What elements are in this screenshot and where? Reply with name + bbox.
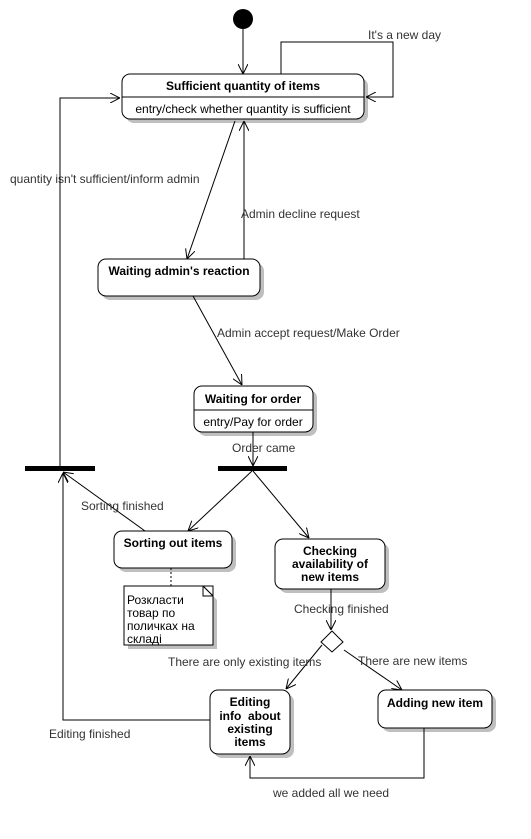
state-sufficient-quantity: Sufficient quantity of items entry/check… bbox=[121, 73, 368, 123]
state-name-line: availability of bbox=[292, 557, 369, 571]
decision-node bbox=[320, 630, 344, 653]
fork-bar bbox=[218, 466, 287, 471]
transition-editing-finished bbox=[63, 473, 210, 721]
label-new-items: There are new items bbox=[358, 654, 467, 668]
state-name-line: info about bbox=[219, 709, 280, 723]
state-name: Sorting out items bbox=[124, 536, 223, 550]
label-insufficient: quantity isn't sufficient/inform admin bbox=[10, 172, 200, 186]
state-entry-action: entry/Pay for order bbox=[203, 415, 302, 429]
transition-admin-accept bbox=[192, 295, 242, 385]
label-admin-accept: Admin accept request/Make Order bbox=[217, 326, 400, 340]
label-only-existing: There are only existing items bbox=[168, 655, 321, 669]
label-checking-finished: Checking finished bbox=[294, 602, 389, 616]
state-waiting-admin: Waiting admin's reaction bbox=[97, 258, 264, 300]
note-line: поличках на bbox=[127, 619, 195, 633]
transition-new-day bbox=[280, 41, 394, 97]
transition-insufficient bbox=[187, 120, 236, 259]
label-added-all: we added all we need bbox=[272, 786, 389, 800]
label-sorting-finished: Sorting finished bbox=[81, 499, 164, 513]
label-order-came: Order came bbox=[232, 441, 296, 455]
note-line: Розкласти bbox=[127, 593, 184, 607]
transition-sorting-finished bbox=[63, 472, 146, 532]
state-checking: Checking availability of new items bbox=[274, 538, 389, 593]
state-name-line: new items bbox=[301, 570, 359, 584]
join-bar bbox=[25, 466, 95, 471]
transition-new-items bbox=[343, 649, 402, 690]
transition-fork-checking bbox=[252, 470, 309, 538]
state-name: Adding new item bbox=[387, 696, 483, 710]
state-name-line: existing bbox=[227, 722, 272, 736]
state-name: Sufficient quantity of items bbox=[166, 79, 320, 93]
state-name-line: Checking bbox=[303, 544, 357, 558]
transition-added-all bbox=[250, 728, 425, 779]
state-adding: Adding new item bbox=[377, 689, 496, 732]
state-waiting-order: Waiting for order entry/Pay for order bbox=[193, 385, 317, 436]
note-line: складі bbox=[127, 632, 162, 646]
note: Розкласти товар по поличках на складі bbox=[123, 585, 217, 649]
label-admin-decline: Admin decline request bbox=[241, 207, 360, 221]
transition-only-existing bbox=[286, 644, 323, 689]
state-sorting: Sorting out items bbox=[113, 530, 236, 572]
label-new-day: It's a new day bbox=[368, 28, 441, 42]
state-editing: Editing info about existing items bbox=[209, 689, 294, 758]
initial-node bbox=[233, 9, 253, 29]
state-name-line: items bbox=[234, 735, 266, 749]
state-name: Waiting for order bbox=[205, 392, 302, 406]
state-entry-action: entry/check whether quantity is sufficie… bbox=[135, 102, 351, 116]
note-line: товар по bbox=[127, 606, 175, 620]
label-editing-finished: Editing finished bbox=[49, 727, 130, 741]
state-name-line: Editing bbox=[230, 695, 271, 709]
transition-join-sufficient bbox=[59, 98, 120, 466]
transition-fork-sorting bbox=[188, 470, 253, 531]
state-name: Waiting admin's reaction bbox=[108, 264, 249, 278]
